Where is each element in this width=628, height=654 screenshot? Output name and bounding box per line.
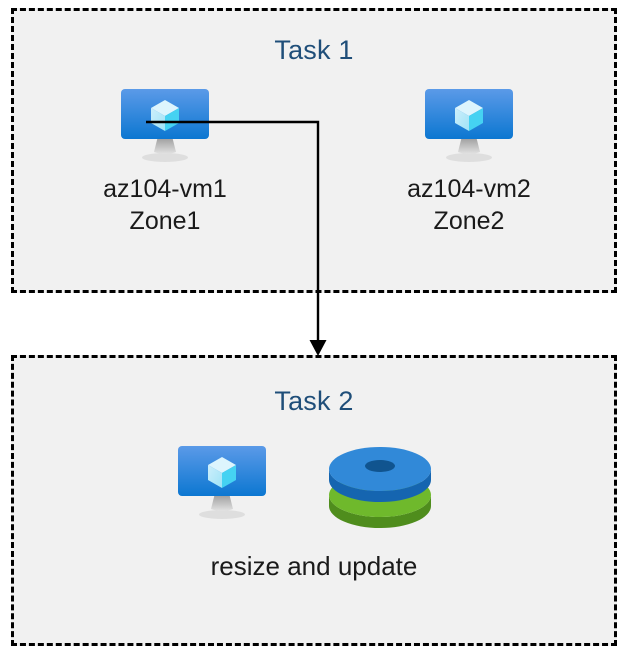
connector-arrowhead-icon [309, 340, 327, 356]
virtual-machine-icon [115, 83, 215, 163]
node-virtual-machine-task2[interactable] [122, 440, 322, 520]
task-2-caption: resize and update [210, 551, 418, 581]
task-2-container: Task 2 [11, 355, 617, 646]
node-az104-vm1[interactable]: az104-vm1 Zone1 [65, 83, 265, 237]
task-1-title: Task 1 [274, 35, 354, 65]
node-managed-disks[interactable] [325, 443, 435, 529]
virtual-machine-icon [419, 83, 519, 163]
task-1-container: Task 1 [11, 8, 617, 293]
node-label-az104-vm1: az104-vm1 Zone1 [103, 175, 227, 235]
disks-icon [325, 443, 435, 529]
node-label-az104-vm2: az104-vm2 Zone2 [407, 175, 531, 235]
node-az104-vm2[interactable]: az104-vm2 Zone2 [369, 83, 569, 237]
task-2-title: Task 2 [274, 386, 354, 416]
virtual-machine-icon [172, 440, 272, 520]
